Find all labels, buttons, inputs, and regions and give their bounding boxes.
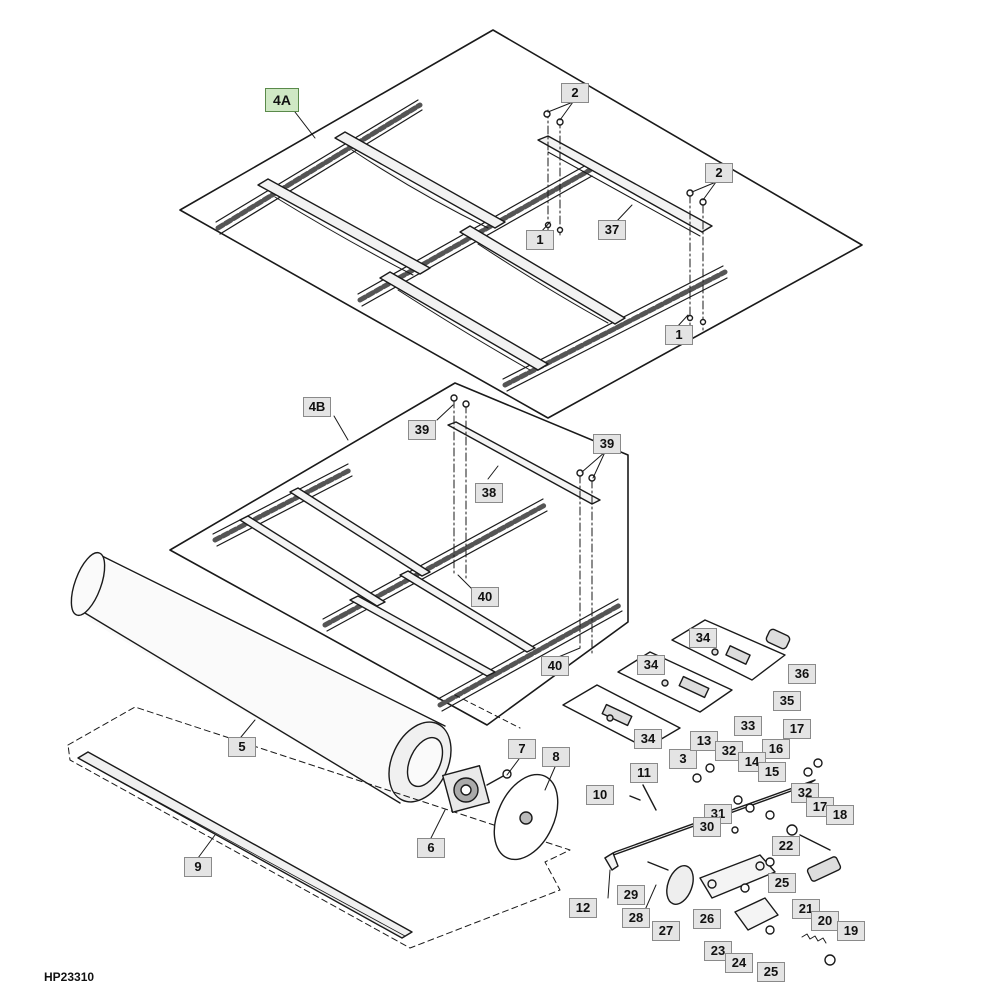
- part-26-plate: [699, 854, 776, 899]
- callout-4b[interactable]: 4B: [303, 397, 331, 417]
- callout-17[interactable]: 17: [783, 719, 811, 739]
- callout-15[interactable]: 15: [758, 762, 786, 782]
- callout-13[interactable]: 13: [690, 731, 718, 751]
- callout-24[interactable]: 24: [725, 953, 753, 973]
- callout-39[interactable]: 39: [593, 434, 621, 454]
- callout-18[interactable]: 18: [826, 805, 854, 825]
- callout-25[interactable]: 25: [768, 873, 796, 893]
- callout-16[interactable]: 16: [762, 739, 790, 759]
- part-10-pin: [629, 795, 641, 801]
- callout-36[interactable]: 36: [788, 664, 816, 684]
- callout-33[interactable]: 33: [734, 716, 762, 736]
- callout-28[interactable]: 28: [622, 908, 650, 928]
- callout-20[interactable]: 20: [811, 911, 839, 931]
- part-7-bolt: [486, 769, 512, 786]
- part-8-disc: [493, 773, 559, 861]
- callout-1[interactable]: 1: [526, 230, 554, 250]
- part-37-slat: [537, 135, 713, 233]
- callout-5[interactable]: 5: [228, 737, 256, 757]
- callout-2[interactable]: 2: [561, 83, 589, 103]
- callout-19[interactable]: 19: [837, 921, 865, 941]
- hardware-4b: [450, 394, 596, 482]
- slats-4a: [257, 131, 626, 371]
- callout-11[interactable]: 11: [630, 763, 658, 783]
- part-22-block: [806, 856, 842, 882]
- panel-4a-frame: [179, 29, 863, 419]
- callout-22[interactable]: 22: [772, 836, 800, 856]
- callout-27[interactable]: 27: [652, 921, 680, 941]
- callout-40[interactable]: 40: [541, 656, 569, 676]
- callout-34[interactable]: 34: [637, 655, 665, 675]
- callout-10[interactable]: 10: [586, 785, 614, 805]
- part-5-drum: [70, 551, 452, 804]
- panel-4b-frame: [169, 382, 629, 726]
- callout-40[interactable]: 40: [471, 587, 499, 607]
- kit-parts: [601, 645, 751, 727]
- part-29-bolt: [647, 861, 669, 871]
- envelope-shaft: [67, 706, 571, 949]
- part-38-slat: [447, 421, 601, 505]
- part-20-spring: [801, 933, 827, 944]
- callout-26[interactable]: 26: [693, 909, 721, 929]
- part-23-bracket: [734, 897, 779, 931]
- callout-34[interactable]: 34: [689, 628, 717, 648]
- part-28-pulley: [666, 865, 694, 905]
- chain-4b-left: [212, 463, 353, 547]
- callout-35[interactable]: 35: [773, 691, 801, 711]
- part-18-bolt: [799, 834, 831, 851]
- slats-4b: [239, 487, 536, 677]
- callout-2[interactable]: 2: [705, 163, 733, 183]
- chain-4a-left: [215, 99, 423, 235]
- hardware-4a: [543, 110, 707, 326]
- callout-7[interactable]: 7: [508, 739, 536, 759]
- part-9-shaft: [77, 751, 413, 939]
- part-6-bearing: [442, 765, 490, 813]
- callout-38[interactable]: 38: [475, 483, 503, 503]
- part-11-pin: [642, 784, 657, 811]
- callout-37[interactable]: 37: [598, 220, 626, 240]
- chain-4b-mid: [322, 498, 548, 632]
- callout-32[interactable]: 32: [715, 741, 743, 761]
- callout-39[interactable]: 39: [408, 420, 436, 440]
- hardware-lines-4a: [547, 109, 704, 331]
- callout-6[interactable]: 6: [417, 838, 445, 858]
- callout-29[interactable]: 29: [617, 885, 645, 905]
- callout-25[interactable]: 25: [757, 962, 785, 982]
- callout-34[interactable]: 34: [634, 729, 662, 749]
- figure-code: HP23310: [44, 970, 95, 984]
- hardware-linkage: [692, 758, 836, 966]
- callout-30[interactable]: 30: [693, 817, 721, 837]
- callout-3[interactable]: 3: [669, 749, 697, 769]
- callout-9[interactable]: 9: [184, 857, 212, 877]
- callout-4a[interactable]: 4A: [265, 88, 299, 112]
- callout-1[interactable]: 1: [665, 325, 693, 345]
- hardware-lines-4b: [453, 399, 593, 656]
- callout-12[interactable]: 12: [569, 898, 597, 918]
- part-36-link: [765, 628, 791, 650]
- callout-8[interactable]: 8: [542, 747, 570, 767]
- leader-lines: [197, 101, 717, 911]
- chain-4a-right: [502, 265, 728, 392]
